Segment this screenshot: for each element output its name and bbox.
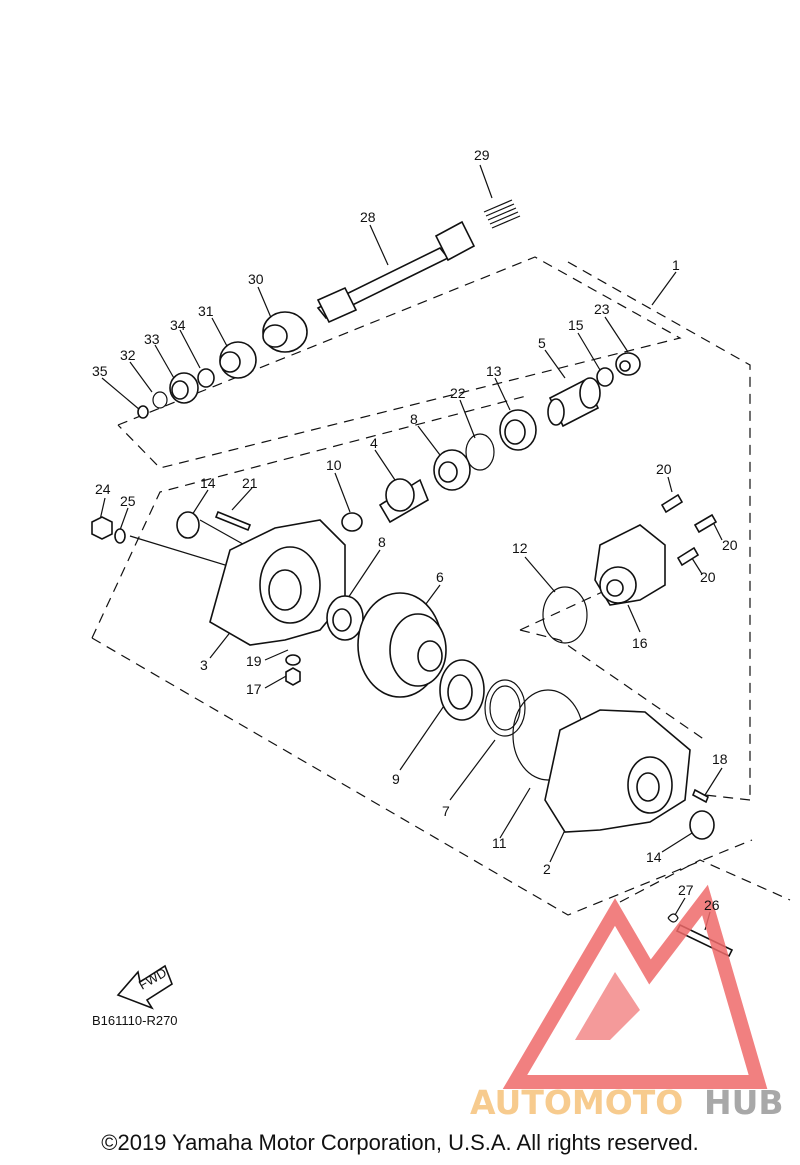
callout-20c: 20 bbox=[700, 569, 716, 585]
callout-21: 21 bbox=[242, 475, 258, 491]
part-drawings bbox=[91, 199, 734, 958]
callout-30: 30 bbox=[248, 271, 264, 287]
oil-seal-14-left bbox=[176, 511, 200, 539]
logo-word-automoto: AUTOMOTO bbox=[470, 1083, 683, 1122]
bearing-8-upper bbox=[433, 449, 471, 491]
plug-35 bbox=[137, 405, 149, 419]
gear-case-3 bbox=[209, 519, 346, 646]
callout-3: 3 bbox=[200, 657, 208, 673]
callout-29: 29 bbox=[474, 147, 490, 163]
callout-2: 2 bbox=[543, 861, 551, 877]
callout-16: 16 bbox=[632, 635, 648, 651]
callout-13: 13 bbox=[486, 363, 502, 379]
callout-26: 26 bbox=[704, 897, 720, 913]
collar-31 bbox=[219, 341, 257, 379]
bolt-20-top bbox=[660, 493, 684, 514]
callout-25: 25 bbox=[120, 493, 136, 509]
bearing-8-lower bbox=[326, 595, 364, 641]
coupling-gear-5 bbox=[547, 377, 601, 428]
logo-inner-mark bbox=[575, 972, 640, 1040]
callout-17: 17 bbox=[246, 681, 262, 697]
shim-7-inner bbox=[489, 685, 521, 731]
callout-33: 33 bbox=[144, 331, 160, 347]
nut-23 bbox=[615, 352, 641, 376]
callout-labels: 29 28 30 31 34 33 32 35 1 23 15 5 13 22 … bbox=[92, 147, 738, 913]
ring-34 bbox=[197, 368, 215, 388]
callout-12: 12 bbox=[512, 540, 528, 556]
callout-8a: 8 bbox=[410, 411, 418, 427]
drain-bolt-17 bbox=[285, 667, 301, 686]
callout-19: 19 bbox=[246, 653, 262, 669]
callout-10: 10 bbox=[326, 457, 342, 473]
bolt-20-mid bbox=[693, 513, 718, 534]
pin-18 bbox=[691, 788, 710, 804]
clip-27 bbox=[667, 913, 679, 923]
shim-7 bbox=[484, 679, 526, 737]
gear-case-2 bbox=[544, 709, 691, 833]
circlip-22 bbox=[465, 433, 495, 471]
callout-34: 34 bbox=[170, 317, 186, 333]
pinion-gear-4 bbox=[378, 478, 429, 524]
washer-19 bbox=[285, 654, 301, 666]
drive-shaft-28 bbox=[316, 220, 476, 324]
callout-8b: 8 bbox=[378, 534, 386, 550]
callout-14a: 14 bbox=[200, 475, 216, 491]
copyright-notice: ©2019 Yamaha Motor Corporation, U.S.A. A… bbox=[101, 1130, 699, 1155]
ring-gear-6 bbox=[357, 592, 447, 698]
callout-28: 28 bbox=[360, 209, 376, 225]
actuator-16 bbox=[594, 524, 666, 606]
callout-15: 15 bbox=[568, 317, 584, 333]
oil-seal-13 bbox=[499, 409, 537, 451]
callout-27: 27 bbox=[678, 882, 694, 898]
callout-20a: 20 bbox=[656, 461, 672, 477]
callout-5: 5 bbox=[538, 335, 546, 351]
oil-seal-14-right bbox=[689, 810, 715, 840]
o-ring-12 bbox=[542, 586, 588, 644]
callout-18: 18 bbox=[712, 751, 728, 767]
callout-6: 6 bbox=[436, 569, 444, 585]
callout-23: 23 bbox=[594, 301, 610, 317]
callout-14b: 14 bbox=[646, 849, 662, 865]
callout-4: 4 bbox=[370, 435, 378, 451]
logo-triangle bbox=[502, 884, 768, 1089]
callout-7: 7 bbox=[442, 803, 450, 819]
needle-bearing-10 bbox=[341, 512, 363, 532]
callout-9: 9 bbox=[392, 771, 400, 787]
washer-15 bbox=[596, 367, 614, 387]
assembly-outline bbox=[91, 256, 791, 916]
logo-word-hub: HUB bbox=[704, 1083, 784, 1122]
bearing-9 bbox=[439, 659, 485, 721]
figure-code: B161110-R270 bbox=[92, 1013, 178, 1028]
callout-24: 24 bbox=[95, 481, 111, 497]
needle-bearing-33 bbox=[169, 372, 199, 404]
callout-31: 31 bbox=[198, 303, 214, 319]
bolt-21 bbox=[214, 510, 252, 532]
callout-1: 1 bbox=[672, 257, 680, 273]
callout-20b: 20 bbox=[722, 537, 738, 553]
nut-24 bbox=[91, 516, 113, 540]
fwd-arrow-icon: FWD bbox=[116, 964, 173, 1010]
callout-22: 22 bbox=[450, 385, 466, 401]
circlip-32 bbox=[152, 391, 168, 409]
callout-11: 11 bbox=[492, 835, 507, 851]
automotohub-logo: AUTOMOTO HUB bbox=[470, 884, 784, 1122]
bearing-30 bbox=[262, 311, 308, 353]
callout-35: 35 bbox=[92, 363, 108, 379]
washer-25 bbox=[114, 528, 126, 544]
bolt-20-low bbox=[676, 546, 700, 567]
callout-32: 32 bbox=[120, 347, 136, 363]
spring-29 bbox=[483, 199, 521, 229]
